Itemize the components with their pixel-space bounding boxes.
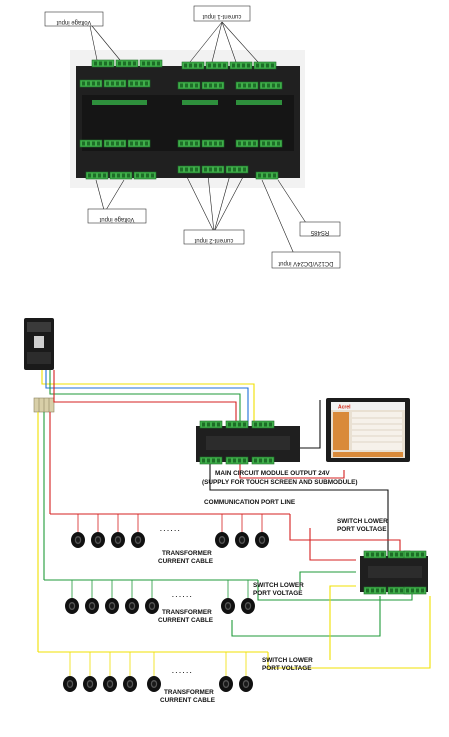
callout-voltage-input-bottom-text: Voltage input <box>99 216 134 222</box>
callout-current-2-input: current-2 input <box>183 229 245 245</box>
callout-rs485-text: RS485 <box>310 229 329 235</box>
middle-terminal-rows <box>79 79 283 148</box>
wire-blue-main <box>45 370 249 428</box>
wire-green-main <box>49 370 241 428</box>
caption-main-module-line2: (SUPPLY FOR TOUCH SCREEN AND SUBMODULE) <box>202 479 358 486</box>
caption-transformer-2-line1: TRANSFORMER <box>162 609 212 616</box>
caption-transformer-1-line2: CURRENT CABLE <box>158 558 214 565</box>
middle-strip-left <box>92 100 147 105</box>
ct-row-3 <box>63 652 253 692</box>
sub-module <box>360 550 428 595</box>
touch-screen-display: Acrel <box>326 398 410 462</box>
wire-green-row2-return <box>257 580 413 601</box>
wires <box>37 370 431 669</box>
caption-switch-port-2-line2: PORT VOLTAGE <box>253 590 303 597</box>
ellipsis-row-3: . . . . . . <box>172 668 192 675</box>
wire-yellow-main <box>41 370 255 428</box>
wire-screen-power <box>300 400 321 449</box>
callout-current-1-input: current-1 input <box>193 5 251 22</box>
caption-transformer-2-line2: CURRENT CABLE <box>158 617 214 624</box>
voltage-terminal-block <box>33 397 55 413</box>
wire-switch-port-1 <box>309 528 356 561</box>
touch-screen-brand: Acrel <box>338 405 351 411</box>
caption-communication-port-line: COMMUNICATION PORT LINE <box>204 499 296 506</box>
caption-switch-port-1-line2: PORT VOLTAGE <box>337 526 387 533</box>
caption-transformer-1-line1: TRANSFORMER <box>162 550 212 557</box>
callout-dc-input-text: DC12V/DC24V input <box>278 260 333 266</box>
callout-voltage-input-bottom: Voltage input <box>87 208 147 224</box>
wire-green-row2-lower <box>231 596 381 637</box>
callout-current-2-input-text: current-2 input <box>194 237 233 243</box>
ellipsis-row-2: . . . . . . <box>172 592 192 599</box>
wire-switch-port-2 <box>299 571 356 590</box>
callout-current-1-input-text: current-1 input <box>202 13 241 19</box>
wire-screen-power-red <box>239 462 345 479</box>
callout-rs485: RS485 <box>299 221 341 237</box>
caption-switch-port-3-line1: SWITCH LOWER <box>262 657 313 664</box>
wire-switch-port-3 <box>329 585 356 660</box>
wire-yellow-row3-return <box>267 596 431 669</box>
callout-lines <box>89 21 309 255</box>
caption-switch-port-3-line2: PORT VOLTAGE <box>262 665 312 672</box>
circuit-breaker <box>24 318 54 370</box>
main-circuit-module <box>196 420 300 465</box>
caption-switch-port-1-line1: SWITCH LOWER <box>337 518 388 525</box>
wiring-diagram: Acrel <box>24 318 431 704</box>
ellipsis-row-1: . . . . . . <box>160 526 180 533</box>
wire-red-main <box>53 370 237 428</box>
middle-strip-right <box>236 100 282 105</box>
wire-red-row1-return <box>289 514 401 556</box>
ct-row-1 <box>71 514 269 548</box>
caption-switch-port-2-line1: SWITCH LOWER <box>253 582 304 589</box>
caption-main-module-line1: MAIN CIRCUIT MODULE OUTPUT 24V <box>215 470 330 477</box>
callout-dc-input: DC12V/DC24V input <box>271 251 341 269</box>
top-product-photo: Voltage input current-1 input Voltage in… <box>44 5 341 269</box>
ct-row-2 <box>65 580 255 614</box>
middle-strip-center <box>182 100 218 105</box>
caption-transformer-3-line2: CURRENT CABLE <box>160 697 216 704</box>
wire-communication <box>209 462 389 556</box>
callout-voltage-input-top: Voltage input <box>44 11 104 27</box>
caption-transformer-3-line1: TRANSFORMER <box>164 689 214 696</box>
callout-voltage-input-top-text: Voltage input <box>56 19 91 25</box>
